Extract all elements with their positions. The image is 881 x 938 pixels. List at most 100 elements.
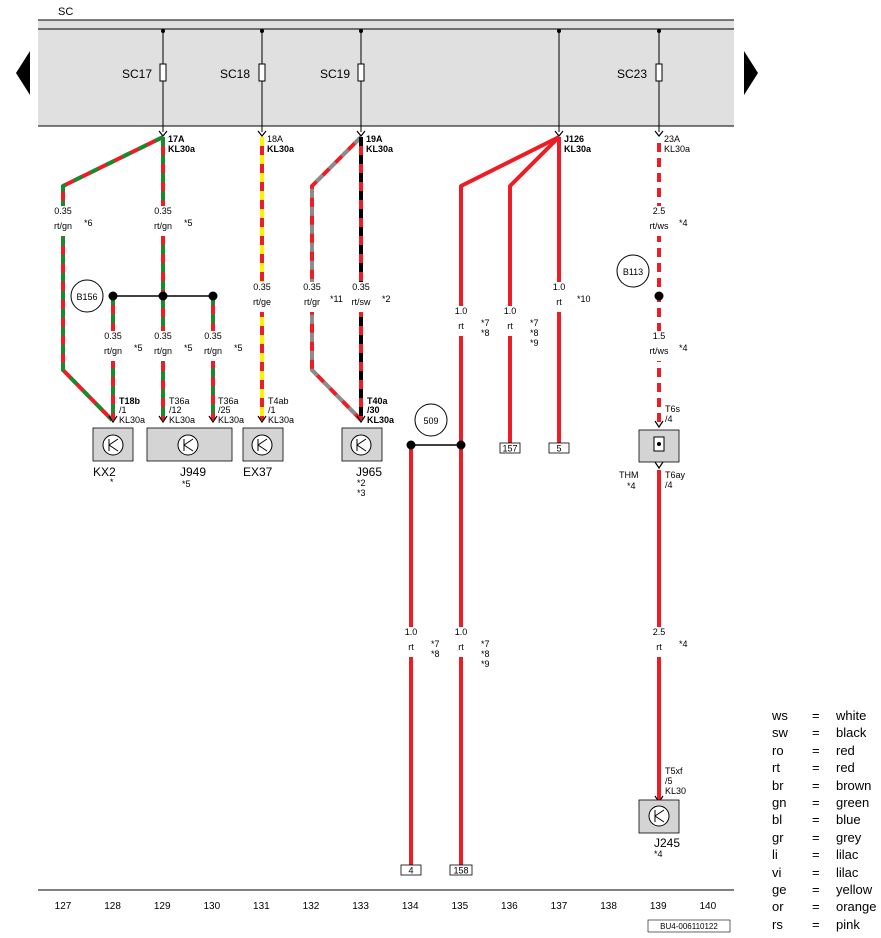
fuse-label-sc19: SC19 xyxy=(320,67,350,81)
conn-t36a-25-pin: /25 xyxy=(218,405,231,415)
legend-eq: = xyxy=(812,812,820,828)
conn-t40a-pin: /30 xyxy=(367,405,380,415)
wire-note-label: *5 xyxy=(134,343,143,353)
wire-note-label: *5 xyxy=(184,343,193,353)
wire-note-label: *10 xyxy=(577,294,591,304)
comp-name-j949: J949 xyxy=(180,465,206,479)
node-509: 509 xyxy=(414,403,448,437)
wire-size-label: 1.0 xyxy=(455,627,468,637)
wire-color-label: rt xyxy=(458,642,464,652)
legend-name: red xyxy=(836,742,855,758)
column-number: 140 xyxy=(699,901,716,912)
previous-page-arrow-icon[interactable] xyxy=(16,51,30,95)
comp-name-ex37: EX37 xyxy=(243,465,273,479)
conn-j126: J126 xyxy=(564,134,584,144)
column-number: 135 xyxy=(451,901,468,912)
conn-t40a-kl30a: KL30a xyxy=(367,415,395,425)
terminal-ref-5-label: 5 xyxy=(556,444,561,454)
legend-name: lilac xyxy=(836,847,859,863)
legend-row: gr=grey xyxy=(772,829,876,846)
conn-t6ay-pin: /4 xyxy=(665,480,673,490)
conn-t18b-kl30a: KL30a xyxy=(119,415,145,425)
comp-note-j965-line: *2 xyxy=(357,478,366,488)
terminal-ref-158: 158 xyxy=(449,864,473,876)
conn-23a: 23A xyxy=(664,134,680,144)
wire-color-label: rt xyxy=(556,297,562,307)
wire-note-label: *7 xyxy=(530,318,539,328)
wire-note-label: *7 xyxy=(481,318,490,328)
legend-name: pink xyxy=(836,916,860,932)
wire-rt-gr-132 xyxy=(310,135,363,422)
wire-labels: 0.35rt/gn*60.35rt/gn*50.35rt/ge0.35rt/gr… xyxy=(54,206,688,669)
comp-note-kx2: * xyxy=(110,477,114,487)
legend-name: brown xyxy=(836,777,872,793)
legend-name: yellow xyxy=(836,882,873,898)
legend-row: rt=red xyxy=(772,759,876,776)
legend-eq: = xyxy=(812,795,820,811)
next-page-arrow-icon[interactable] xyxy=(744,51,758,95)
wire-size-label: 1.0 xyxy=(455,306,468,316)
wire-note-label: *9 xyxy=(481,659,490,669)
legend-code: sw xyxy=(772,725,788,741)
node-b156: B156 xyxy=(70,279,104,313)
wire-color-label: rt/gn xyxy=(154,346,172,356)
legend-eq: = xyxy=(812,742,820,758)
comp-name-j965: J965 xyxy=(356,465,382,479)
wire-note-label: *4 xyxy=(679,218,688,228)
splice-509-bus xyxy=(406,440,466,450)
wire-size-label: 2.5 xyxy=(653,627,666,637)
conn-t36a-12-kl30a: KL30a xyxy=(169,415,195,425)
wire-size-label: 0.35 xyxy=(154,206,172,216)
component-j245 xyxy=(638,799,680,834)
node-b113-label: B113 xyxy=(623,267,643,277)
component-j949 xyxy=(146,427,233,462)
column-number: 130 xyxy=(203,901,220,912)
conn-t18b: T18b xyxy=(119,396,141,406)
wire-color-label: rt/ws xyxy=(650,221,669,231)
legend-code: gr xyxy=(772,829,784,845)
node-b113: B113 xyxy=(616,254,650,288)
wire-note-label: *9 xyxy=(530,338,539,348)
comp-note-j965: *2*3 xyxy=(357,478,366,498)
column-number: 129 xyxy=(154,901,171,912)
legend-name: white xyxy=(836,708,867,723)
wire-color-label: rt/gr xyxy=(304,297,320,307)
legend-code: ro xyxy=(772,742,784,758)
conn-t5xf: T5xf xyxy=(665,766,683,776)
wire-label-bg xyxy=(52,206,670,657)
wire-size-label: 0.35 xyxy=(303,282,321,292)
conn-j126-kl30a: KL30a xyxy=(564,144,592,154)
wire-color-label: rt xyxy=(507,321,513,331)
legend-code: rt xyxy=(772,760,780,776)
conn-t36a-25: T36a xyxy=(218,396,239,406)
wire-size-label: 2.5 xyxy=(653,206,666,216)
wire-size-label: 1.0 xyxy=(504,306,517,316)
wire-color-label: rt/ws xyxy=(650,346,669,356)
wire-color-label: rt xyxy=(408,642,414,652)
wire-size-label: 1.0 xyxy=(405,627,418,637)
wire-note-label: *7 xyxy=(481,639,490,649)
wire-size-label: 0.35 xyxy=(154,331,172,341)
legend-eq: = xyxy=(812,882,820,898)
legend-code: br xyxy=(772,777,784,793)
fuse-holder-panel xyxy=(38,20,734,126)
comp-note-j965-line: *3 xyxy=(357,488,366,498)
doc-id: BU4-006110122 xyxy=(660,922,718,931)
wire-size-label: 1.5 xyxy=(653,331,666,341)
column-number: 127 xyxy=(55,901,72,912)
legend-code: li xyxy=(772,847,778,863)
wire-note-label: *8 xyxy=(481,649,490,659)
legend-eq: = xyxy=(812,760,820,776)
wire-note-label: *8 xyxy=(481,328,490,338)
wire-color-label: rt xyxy=(656,642,662,652)
fuse-label-sc17: SC17 xyxy=(122,67,152,81)
column-number: 136 xyxy=(501,901,518,912)
fuse-label-sc23: SC23 xyxy=(617,67,647,81)
wire-note-label: *4 xyxy=(679,639,688,649)
conn-t36a-12: T36a xyxy=(169,396,190,406)
conn-18a: 18A xyxy=(267,134,283,144)
comp-name-thm: THM xyxy=(619,470,639,480)
wire-note-label: *6 xyxy=(84,218,93,228)
